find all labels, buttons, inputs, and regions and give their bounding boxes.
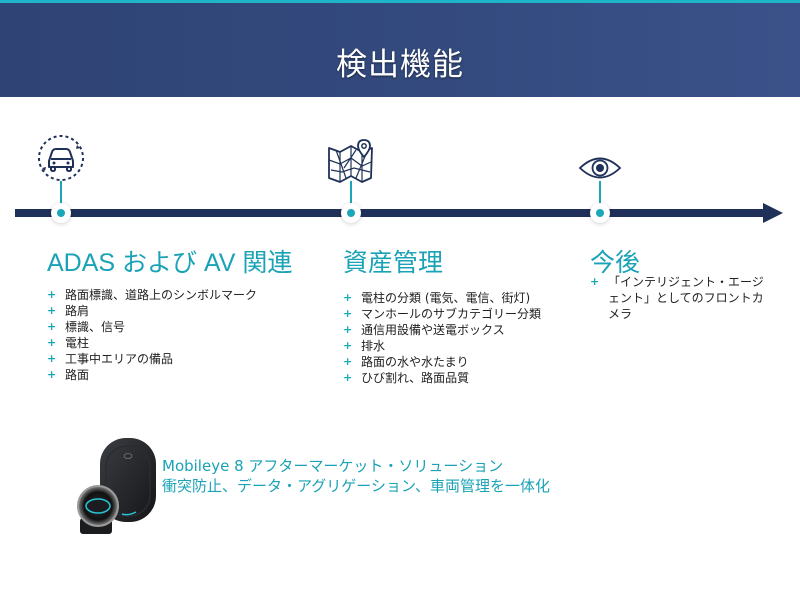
eye-icon [578,157,622,179]
promo-text: Mobileye 8 アフターマーケット・ソリューション 衝突防止、データ・アグ… [162,456,550,496]
timeline-bar [15,209,767,217]
list-item: ひび割れ、路面品質 [343,370,541,386]
promo-line-2: 衝突防止、データ・アグリゲーション、車両管理を一体化 [162,477,551,495]
node-dot [57,209,65,217]
timeline-node-asset [341,203,361,223]
mobileye-device-image [77,438,156,534]
list-item: 排水 [343,338,541,354]
column-title-future: 今後 [590,249,641,277]
list-item: 路面 [47,367,257,383]
top-accent-line [0,0,800,3]
future-list: 「インテリジェント・エージェント」としてのフロントカメラ [590,274,765,322]
timeline-stem [350,181,352,205]
map-pin-icon [328,139,373,183]
timeline-arrow-icon [763,203,783,223]
list-item: 「インテリジェント・エージェント」としてのフロントカメラ [590,274,765,322]
timeline-node-future [590,203,610,223]
list-item: 通信用設備や送電ボックス [343,322,541,338]
list-item: 路面標識、道路上のシンボルマーク [47,287,257,303]
list-item: マンホールのサブカテゴリー分類 [343,306,541,322]
adas-list: 路面標識、道路上のシンボルマーク 路肩 標識、信号 電柱 工事中エリアの備品 路… [47,287,257,383]
column-title-adas: ADAS および AV 関連 [47,249,293,277]
node-dot [596,209,604,217]
asset-list: 電柱の分類 (電気、電信、街灯) マンホールのサブカテゴリー分類 通信用設備や送… [343,290,541,386]
promo-line-1: Mobileye 8 アフターマーケット・ソリューション [162,457,504,475]
column-title-asset: 資産管理 [343,249,444,277]
node-dot [347,209,355,217]
car-rotate-icon [38,135,84,181]
list-item: 路面の水や水たまり [343,354,541,370]
list-item: 路肩 [47,303,257,319]
list-item: 工事中エリアの備品 [47,351,257,367]
page-title: 検出機能 [336,47,464,83]
timeline-stem [60,181,62,205]
list-item: 標識、信号 [47,319,257,335]
list-item: 電柱 [47,335,257,351]
header-banner: 検出機能 [0,3,800,97]
timeline-node-adas [51,203,71,223]
list-item: 電柱の分類 (電気、電信、街灯) [343,290,541,306]
timeline-stem [599,181,601,205]
